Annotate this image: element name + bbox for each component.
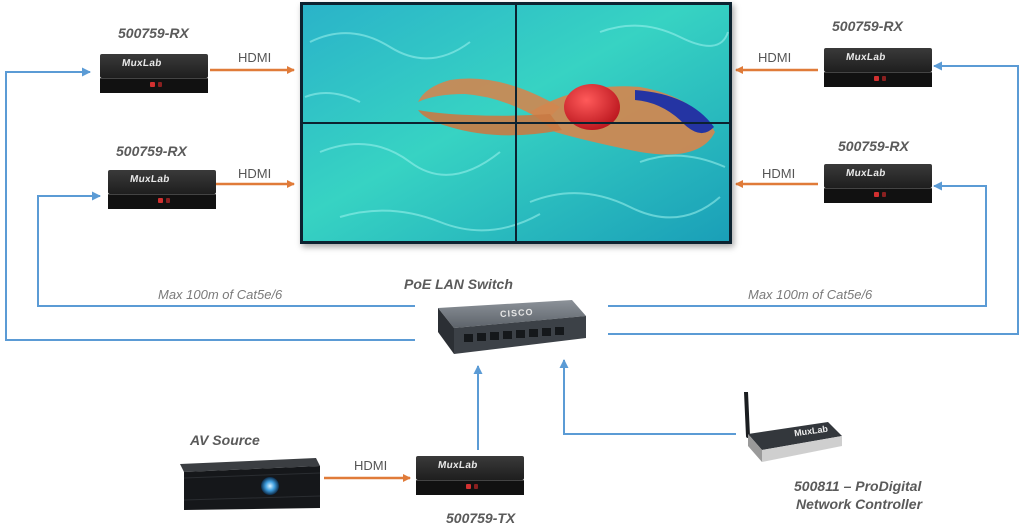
label-tx: 500759-TX [446, 510, 516, 526]
status-led [466, 484, 471, 489]
net-line-top-left [5, 67, 415, 341]
cable-label-left: Max 100m of Cat5e/6 [158, 287, 283, 302]
muxlab-logo: MuxLab [121, 58, 163, 69]
label-rx-top-right: 500759-RX [832, 18, 903, 34]
label-controller-line2: Network Controller [796, 496, 923, 512]
receiver-mid-right: MuxLab [824, 164, 932, 203]
hdmi-label-5: HDMI [354, 458, 388, 473]
label-rx-mid-left: 500759-RX [116, 143, 187, 159]
net-line-mid-left [37, 191, 415, 307]
net-line-mid-right [608, 181, 987, 307]
hdmi-label-3: HDMI [758, 50, 792, 65]
status-led [874, 76, 879, 81]
av-source [176, 454, 322, 512]
muxlab-logo: MuxLab [845, 52, 887, 63]
video-wall [300, 2, 732, 244]
hdmi-label-4: HDMI [762, 166, 796, 181]
receiver-mid-left: MuxLab [108, 170, 216, 209]
muxlab-logo: MuxLab [129, 174, 171, 185]
net-line-top-right [608, 61, 1019, 335]
label-rx-top-left: 500759-RX [118, 25, 189, 41]
label-rx-mid-right: 500759-RX [838, 138, 909, 154]
label-controller-line1: 500811 – ProDigital [794, 478, 922, 494]
swimmer-image [300, 2, 732, 244]
receiver-top-left: MuxLab [100, 54, 208, 93]
status-led [150, 82, 155, 87]
hdmi-label-2: HDMI [238, 166, 272, 181]
muxlab-logo: MuxLab [437, 460, 479, 471]
network-controller: MuxLab [736, 390, 846, 468]
receiver-top-right: MuxLab [824, 48, 932, 87]
label-av-source: AV Source [190, 432, 260, 448]
cable-label-right: Max 100m of Cat5e/6 [748, 287, 873, 302]
net-line-controller [559, 359, 736, 435]
status-led [874, 192, 879, 197]
status-led [158, 198, 163, 203]
label-switch: PoE LAN Switch [404, 276, 513, 292]
muxlab-logo: MuxLab [845, 168, 887, 179]
poe-switch: CISCO [430, 294, 590, 364]
transmitter: MuxLab [416, 456, 524, 495]
hdmi-label-1: HDMI [238, 50, 272, 65]
